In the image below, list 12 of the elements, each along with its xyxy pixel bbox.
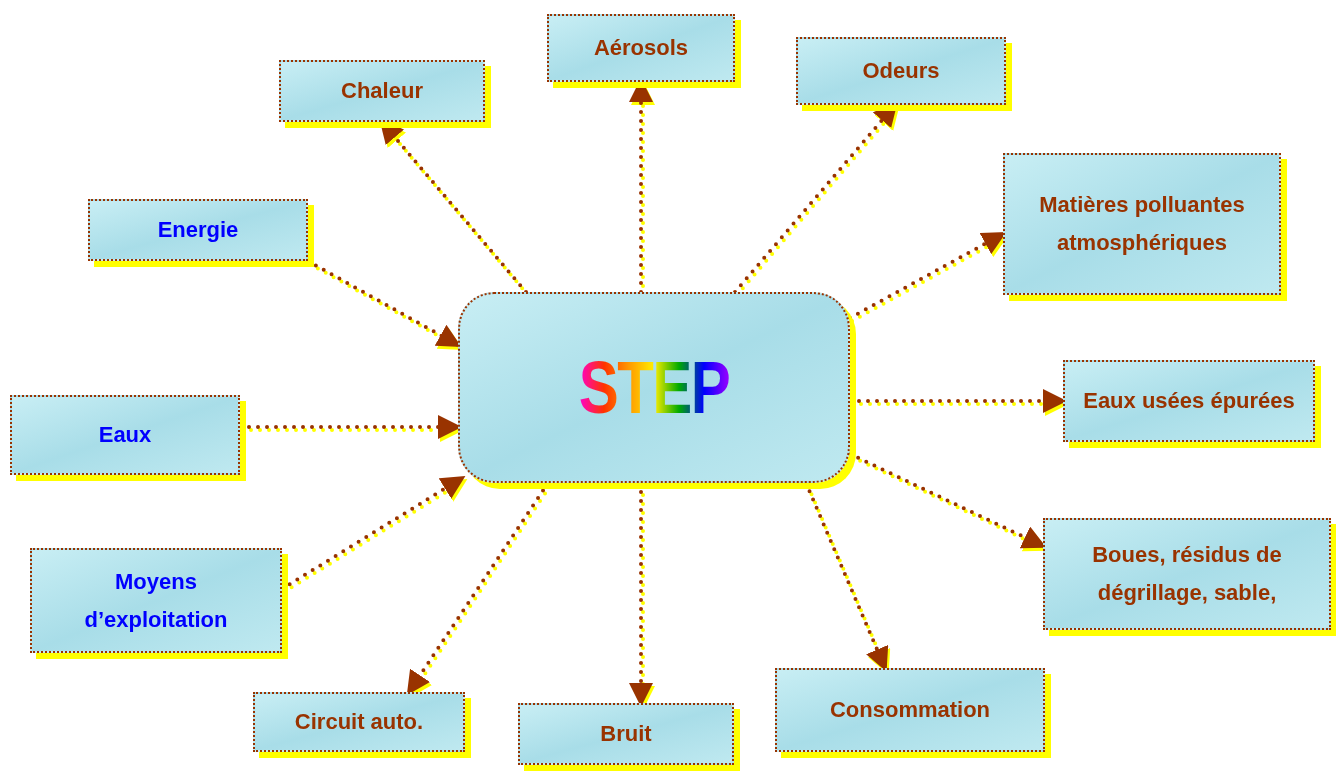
box-label: Moyens d’exploitation bbox=[83, 567, 229, 634]
box-label: Energie bbox=[157, 216, 239, 244]
box-label: Consommation bbox=[829, 696, 991, 724]
box-label: Boues, résidus de dégrillage, sable, bbox=[1091, 541, 1283, 607]
box-label: Bruit bbox=[600, 720, 652, 748]
box-label: Eaux usées épurées bbox=[1083, 387, 1295, 415]
box-label: Matières polluantes atmosphériques bbox=[1038, 191, 1246, 257]
box-label: Circuit auto. bbox=[294, 708, 424, 736]
box-label: Aérosols bbox=[593, 34, 689, 62]
box-label: Odeurs bbox=[862, 57, 940, 85]
box-label: Chaleur bbox=[341, 77, 423, 105]
box-label: Eaux bbox=[98, 421, 152, 449]
